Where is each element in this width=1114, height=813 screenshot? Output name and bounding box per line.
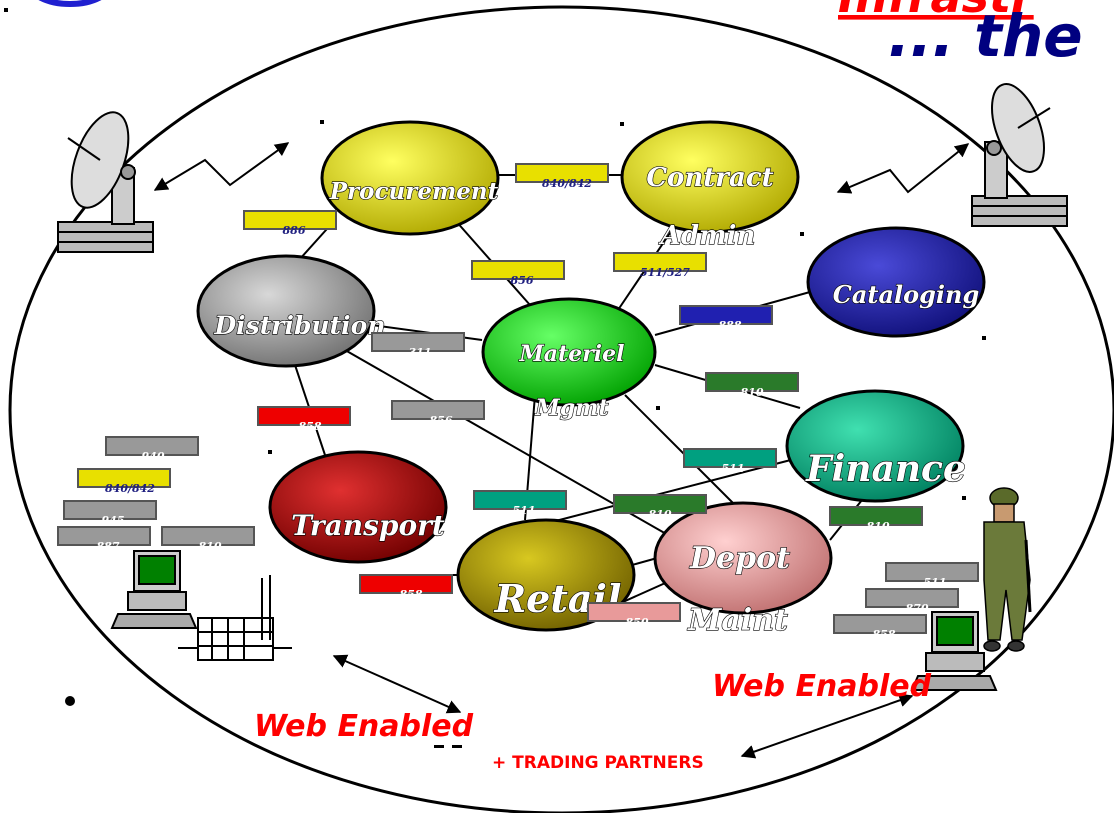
node-distribution-label: Distribution bbox=[213, 311, 385, 340]
node-contract-sub-label: Admin bbox=[658, 221, 756, 251]
link-arrow-left bbox=[153, 142, 290, 191]
right-tag-stack: 511 870 858 bbox=[833, 562, 979, 641]
network-boundary bbox=[8, 5, 1114, 813]
node-depot-maint[interactable]: Depot Maint bbox=[653, 501, 833, 639]
tag-dist-transport: 858 bbox=[257, 406, 351, 433]
node-contract-admin[interactable]: Contract Admin bbox=[620, 120, 800, 252]
left-stack-1: 840/842 bbox=[105, 482, 155, 495]
node-cataloging[interactable]: Cataloging bbox=[806, 226, 986, 338]
right-stack-0: 511 bbox=[924, 576, 947, 589]
tag-dist-materiel: 311 bbox=[371, 332, 465, 359]
web-enabled-left-label: Web Enabled bbox=[254, 709, 474, 744]
svg-text:888: 888 bbox=[719, 319, 742, 332]
svg-text:810: 810 bbox=[741, 386, 764, 399]
left-stack-2: 945 bbox=[102, 514, 125, 527]
node-procurement[interactable]: Procurement bbox=[320, 120, 500, 236]
tag-retail-depot-bottom: 850 bbox=[587, 602, 681, 629]
trading-partners-label: + TRADING PARTNERS bbox=[492, 753, 704, 773]
right-stack-1: 870 bbox=[906, 602, 929, 615]
web-enabled-right-label: Web Enabled bbox=[712, 669, 932, 704]
link-arrow-right bbox=[836, 143, 970, 194]
web-arrow-left bbox=[332, 654, 462, 714]
satellite-dish-right-icon bbox=[971, 83, 1068, 227]
node-depot-sub-label: Maint bbox=[687, 603, 788, 638]
svg-text:810: 810 bbox=[867, 520, 890, 533]
left-stack-0: 940 bbox=[142, 450, 165, 463]
svg-text:850: 850 bbox=[626, 616, 649, 629]
tag-proc-dist: 886 bbox=[243, 210, 337, 237]
left-stack-3: 887 bbox=[97, 540, 120, 553]
node-materiel-label: Materiel bbox=[518, 341, 624, 367]
svg-text:858: 858 bbox=[400, 588, 423, 601]
left-tag-stack: 940 840/842 945 887 810 bbox=[57, 436, 255, 553]
svg-text:511/527: 511/527 bbox=[640, 266, 690, 279]
tag-materiel-retail: 511 bbox=[473, 490, 567, 517]
node-procurement-label: Procurement bbox=[329, 178, 499, 205]
node-transport[interactable]: Transport bbox=[268, 450, 448, 564]
satellite-dish-left-icon bbox=[57, 111, 154, 253]
factory-icon bbox=[178, 575, 292, 661]
node-finance[interactable]: Finance bbox=[785, 389, 966, 503]
svg-text:856: 856 bbox=[511, 274, 534, 287]
tag-retail-depot: 810 bbox=[613, 494, 707, 521]
node-cataloging-label: Cataloging bbox=[833, 280, 980, 309]
node-materiel-mgmt[interactable]: Materiel Mgmt bbox=[481, 297, 657, 422]
node-distribution[interactable]: Distribution bbox=[196, 254, 386, 368]
svg-text:856: 856 bbox=[430, 414, 453, 427]
svg-text:511: 511 bbox=[513, 504, 536, 517]
svg-text:858: 858 bbox=[299, 420, 322, 433]
tag-proc-materiel: 856 bbox=[471, 260, 565, 287]
left-stack-4: 810 bbox=[199, 540, 222, 553]
svg-text:311: 311 bbox=[409, 346, 432, 359]
node-transport-label: Transport bbox=[291, 509, 445, 542]
computer-left-icon bbox=[110, 550, 198, 629]
node-depot-label: Depot bbox=[689, 541, 790, 576]
tag-finance-right: 810 bbox=[829, 506, 923, 533]
svg-text:511: 511 bbox=[722, 462, 745, 475]
computer-right-icon bbox=[910, 611, 998, 691]
svg-text:840/842: 840/842 bbox=[542, 177, 592, 190]
logo-partial bbox=[38, 0, 102, 7]
tag-transport-retail: 858 bbox=[359, 574, 453, 601]
tag-materiel-catalog: 888 bbox=[679, 305, 773, 332]
node-materiel-sub-label: Mgmt bbox=[534, 395, 608, 421]
tag-contract-materiel: 511/527 bbox=[613, 252, 707, 279]
node-contract-label: Contract bbox=[646, 163, 773, 193]
right-stack-2: 858 bbox=[873, 628, 896, 641]
title-line1: Infrastr bbox=[838, 0, 1037, 23]
svg-text:886: 886 bbox=[283, 224, 306, 237]
soldier-icon bbox=[983, 487, 1032, 652]
tag-dist-depot: 856 bbox=[391, 400, 485, 427]
tag-materiel-finance: 810 bbox=[705, 372, 799, 399]
tag-finance-retail: 511 bbox=[683, 448, 777, 475]
node-finance-label: Finance bbox=[805, 448, 966, 490]
title-line2: ... the bbox=[888, 2, 1083, 70]
web-arrow-right bbox=[740, 693, 914, 759]
svg-text:810: 810 bbox=[649, 508, 672, 521]
tag-proc-contract: 840/842 bbox=[515, 163, 609, 190]
decorative-marks bbox=[4, 8, 986, 748]
